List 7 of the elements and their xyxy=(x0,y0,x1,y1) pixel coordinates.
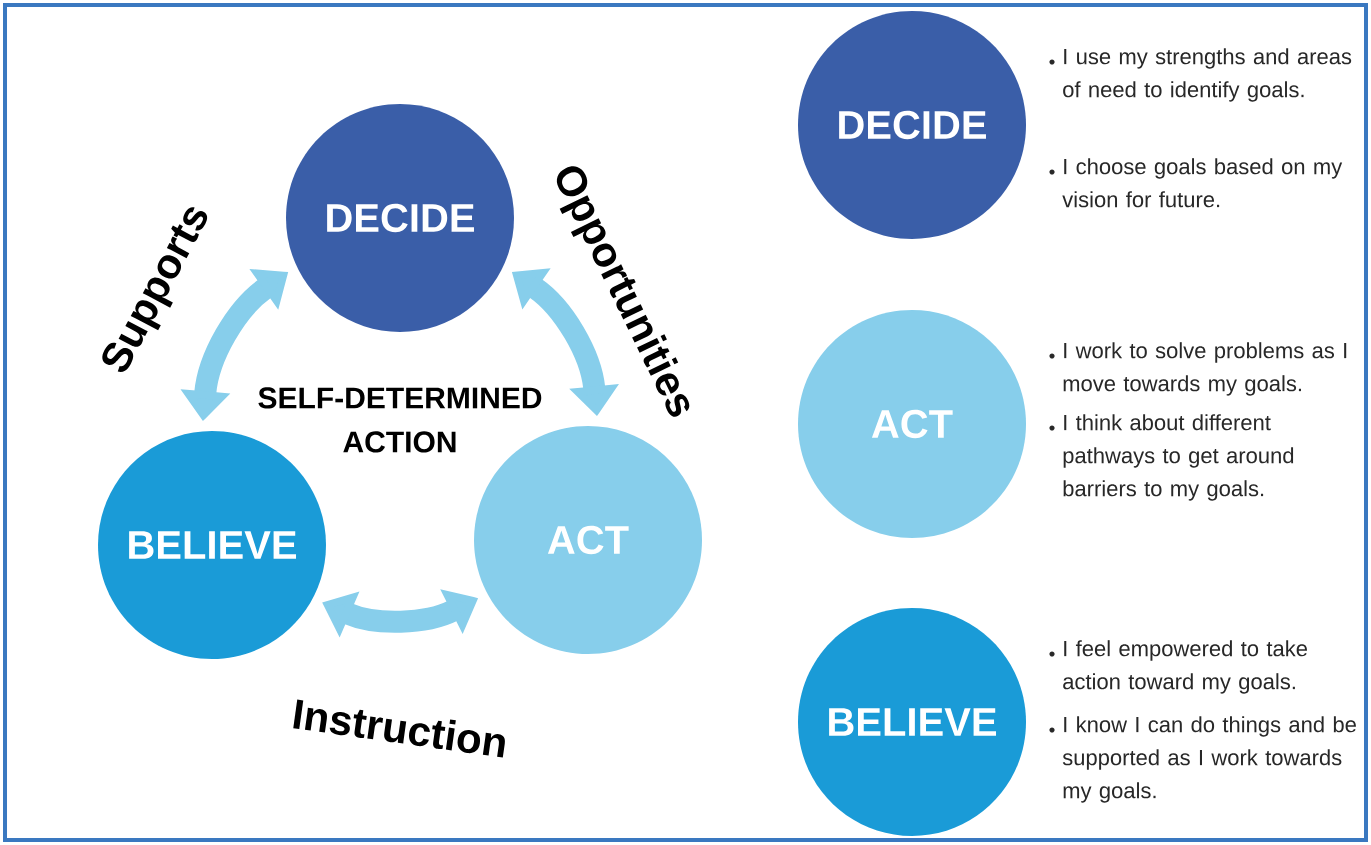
description-text: I think about different pathways to get around barriers to my goals. xyxy=(1063,414,1294,501)
description-text: I use my strengths and areas of need to identify goals. xyxy=(1063,48,1352,102)
description-text: I feel empowered to take action toward my goals. xyxy=(1063,640,1307,694)
description-text: I choose goals based on my vision for future. xyxy=(1062,158,1343,208)
edge-label: Instruction xyxy=(289,696,511,760)
description-text: I know I can do things and be supported as I work towards my goals. xyxy=(1062,716,1356,803)
description-text: I work to solve problems as I move towards my goals. xyxy=(1063,342,1347,396)
